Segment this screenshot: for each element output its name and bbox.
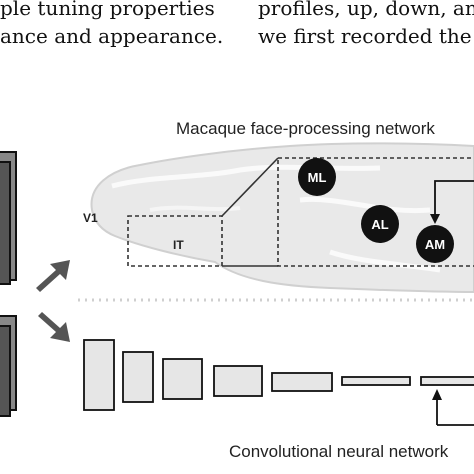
zoom-line-top	[221, 157, 279, 217]
brain-outline	[90, 142, 474, 294]
right-column-line-2: we first recorded the	[258, 24, 472, 48]
cnn-layer-3	[162, 358, 203, 400]
left-line-1-prefix: ple	[0, 0, 32, 20]
al-node	[361, 205, 399, 243]
left-line-1-text: tuning properties	[37, 0, 215, 20]
arrow-to-monkey	[36, 260, 70, 292]
zoomed-region-box	[277, 157, 474, 267]
al-label: AL	[371, 217, 388, 232]
cnn-readout-arrow	[432, 389, 474, 426]
v1-label: V1	[83, 211, 98, 225]
cnn-layer-7	[420, 376, 474, 386]
input-image-stack-bottom	[0, 315, 17, 417]
am-node	[416, 225, 454, 263]
ml-label: ML	[308, 170, 327, 185]
arrow-to-cnn	[38, 312, 70, 342]
left-column-line-1: ple tuning properties	[0, 0, 215, 19]
monkey-network-title: Macaque face-processing network	[176, 119, 435, 138]
it-label: IT	[173, 238, 184, 252]
am-input-arrow	[430, 180, 474, 224]
cnn-layer-5	[271, 372, 333, 392]
right-column-line-1: profiles, up, down, an	[258, 0, 474, 20]
input-image-stack-top	[0, 151, 17, 285]
cnn-layers	[83, 339, 474, 411]
cnn-layer-4	[213, 365, 263, 397]
am-label: AM	[425, 237, 445, 252]
it-region-box	[127, 215, 223, 267]
cnn-title: Convolutional neural network	[229, 442, 449, 461]
left-column-line-2: ance and appearance.	[0, 24, 224, 48]
cnn-layer-6	[341, 376, 411, 386]
cnn-layer-1	[83, 339, 115, 411]
ml-node	[298, 158, 336, 196]
cnn-layer-2	[122, 351, 154, 403]
